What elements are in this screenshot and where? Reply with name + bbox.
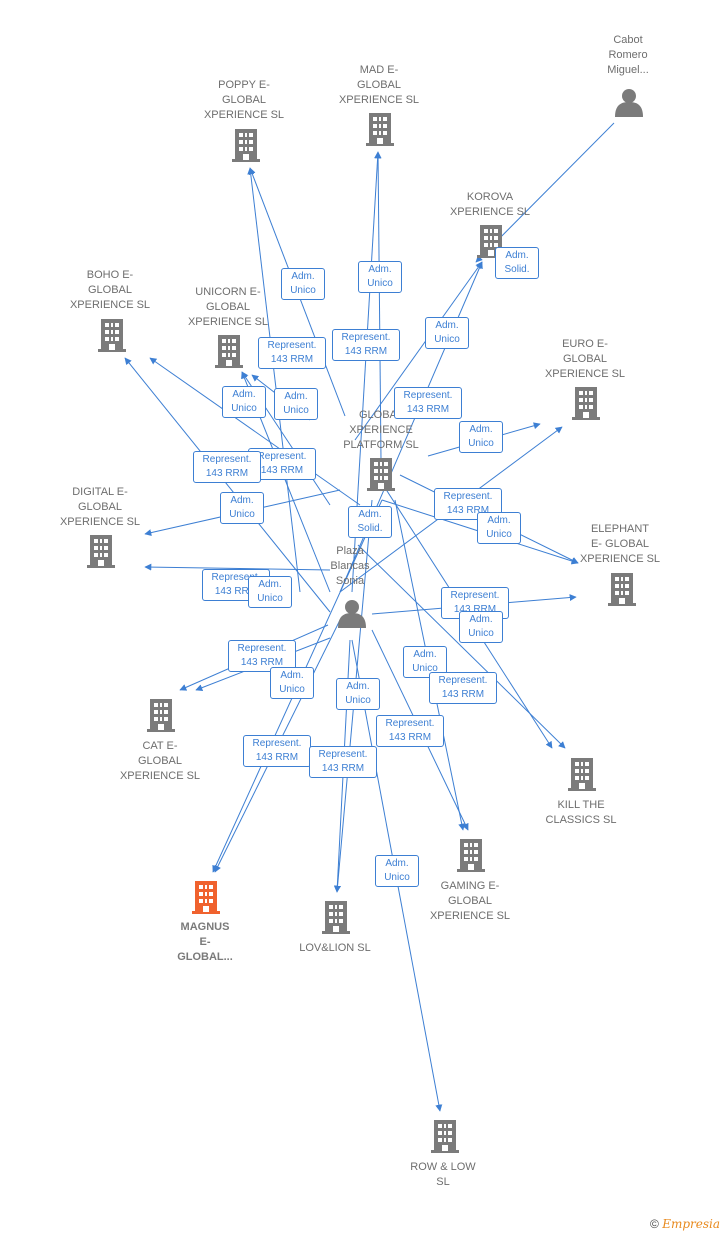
footer-brand[interactable]: © Empresia — [650, 1217, 720, 1231]
node-label-elephant[interactable]: ELEPHANT E- GLOBAL XPERIENCE SL — [579, 523, 661, 565]
node-label-mad[interactable]: MAD E- GLOBAL XPERIENCE SL — [338, 64, 420, 106]
building-icon-rowlow[interactable] — [431, 1120, 459, 1153]
edge-label[interactable]: Adm. Unico — [375, 855, 419, 887]
edge-label[interactable]: Adm. Unico — [274, 388, 318, 420]
node-label-euro[interactable]: EURO E- GLOBAL XPERIENCE SL — [544, 338, 626, 380]
building-icon-gaming[interactable] — [457, 839, 485, 872]
edge-label[interactable]: Adm. Unico — [222, 386, 266, 418]
node-label-cat[interactable]: CAT E- GLOBAL XPERIENCE SL — [119, 740, 201, 782]
node-label-kill-the-classics[interactable]: KILL THE CLASSICS SL — [545, 799, 617, 826]
edge-label[interactable]: Represent. 143 RRM — [202, 569, 270, 601]
edge-line — [374, 151, 382, 461]
node-label-poppy[interactable]: POPPY E- GLOBAL XPERIENCE SL — [203, 79, 285, 121]
node-label-plaza-blancas-sonia[interactable]: Plaza Blancas Sonia — [330, 545, 370, 587]
building-icon-elephant[interactable] — [608, 573, 636, 606]
edge-line — [144, 563, 331, 571]
edge-label[interactable]: Adm. Unico — [220, 492, 264, 524]
node-label-gaming[interactable]: GAMING E- GLOBAL XPERIENCE SL — [429, 880, 511, 922]
edge-label[interactable]: Adm. Unico — [425, 317, 469, 349]
edge-label[interactable]: Adm. Unico — [459, 611, 503, 643]
edge-label[interactable]: Adm. Unico — [336, 678, 380, 710]
edge-label[interactable]: Represent. 143 RRM — [429, 672, 497, 704]
node-label-unicorn[interactable]: UNICORN E- GLOBAL XPERIENCE SL — [187, 286, 269, 328]
edge-label[interactable]: Adm. Unico — [358, 261, 402, 293]
edge-line — [247, 167, 301, 593]
building-icon-mad[interactable] — [366, 113, 394, 146]
edge-label[interactable]: Adm. Unico — [477, 512, 521, 544]
person-icon-cabot[interactable] — [615, 89, 643, 117]
node-label-cabot-romero-miguel[interactable]: Cabot Romero Miguel... — [607, 34, 649, 76]
edge-label[interactable]: Represent. 143 RRM — [193, 451, 261, 483]
building-icon-magnus[interactable] — [192, 881, 220, 914]
node-label-lov-lion[interactable]: LOV&LION SL — [299, 942, 371, 954]
node-label-global-xperience-platform[interactable]: GLOBAL XPERIENCE PLATFORM SL — [343, 409, 419, 451]
copyright-symbol: © — [650, 1217, 659, 1231]
edge-label[interactable]: Adm. Unico — [281, 268, 325, 300]
edge-label[interactable]: Adm. Solid. — [348, 506, 392, 538]
node-label-magnus[interactable]: MAGNUS E- GLOBAL... — [177, 921, 233, 963]
edge-label[interactable]: Represent. 143 RRM — [332, 329, 400, 361]
node-label-digital[interactable]: DIGITAL E- GLOBAL XPERIENCE SL — [59, 486, 141, 528]
building-icon-euro[interactable] — [572, 387, 600, 420]
edge-label[interactable]: Represent. 143 RRM — [376, 715, 444, 747]
edge-label[interactable]: Adm. Unico — [270, 667, 314, 699]
edge-label[interactable]: Represent. 143 RRM — [394, 387, 462, 419]
brand-name: Empresia — [662, 1217, 720, 1231]
node-icons — [87, 89, 643, 1153]
building-icon-lovlion[interactable] — [322, 901, 350, 934]
edge-label[interactable]: Represent. 143 RRM — [258, 337, 326, 369]
building-icon-unicorn[interactable] — [215, 335, 243, 368]
building-icon-boho[interactable] — [98, 319, 126, 352]
edge-label[interactable]: Adm. Unico — [248, 576, 292, 608]
edge-line — [149, 357, 361, 506]
building-icon-cat[interactable] — [147, 699, 175, 732]
building-icon-kill[interactable] — [568, 758, 596, 791]
building-icon-poppy[interactable] — [232, 129, 260, 162]
edge-label[interactable]: Represent. 143 RRM — [243, 735, 311, 767]
edge-label[interactable]: Adm. Solid. — [495, 247, 539, 279]
building-icon-platform[interactable] — [367, 458, 395, 491]
edge-label[interactable]: Adm. Unico — [459, 421, 503, 453]
edge-line — [354, 261, 483, 441]
node-label-korova[interactable]: KOROVA XPERIENCE SL — [449, 191, 531, 218]
building-icon-digital[interactable] — [87, 535, 115, 568]
edge-label[interactable]: Represent. 143 RRM — [228, 640, 296, 672]
edge-label[interactable]: Represent. 143 RRM — [309, 746, 377, 778]
node-label-row-low[interactable]: ROW & LOW SL — [410, 1161, 476, 1188]
node-label-boho[interactable]: BOHO E- GLOBAL XPERIENCE SL — [69, 269, 151, 311]
